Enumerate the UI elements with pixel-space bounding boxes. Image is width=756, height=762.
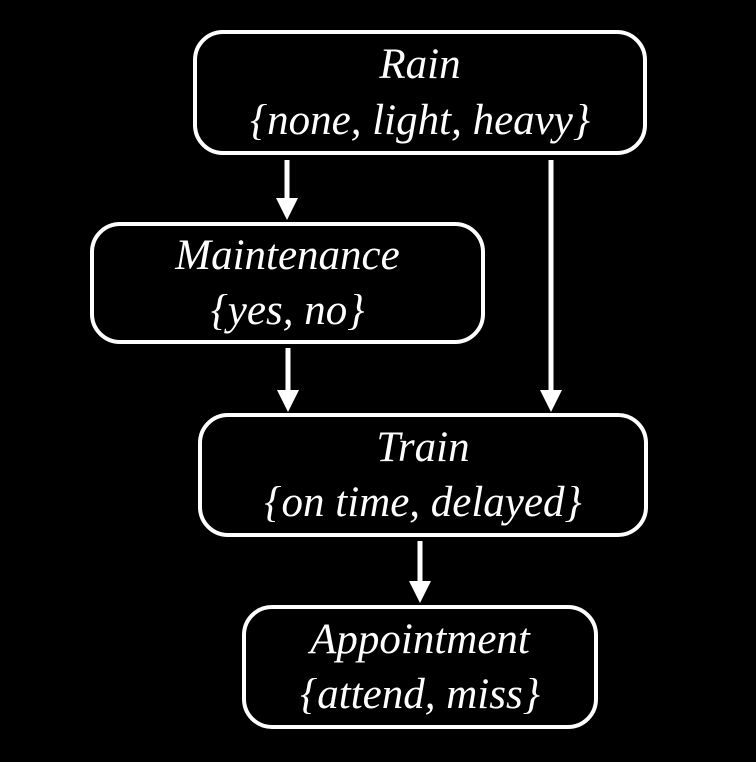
node-maintenance-domain: {yes, no} bbox=[210, 287, 365, 334]
node-train-domain: {on time, delayed} bbox=[264, 479, 582, 526]
node-appointment-domain: {attend, miss} bbox=[300, 671, 540, 718]
edge-rain-to-maintenance-arrow bbox=[276, 160, 298, 220]
node-train: Train {on time, delayed} bbox=[198, 413, 648, 537]
edge-train-to-appointment-arrow bbox=[409, 541, 431, 603]
node-rain: Rain {none, light, heavy} bbox=[193, 30, 647, 155]
edge-rain-to-train-arrow bbox=[540, 160, 562, 412]
node-appointment: Appointment {attend, miss} bbox=[242, 605, 598, 729]
node-maintenance-title: Maintenance bbox=[175, 231, 400, 279]
node-train-title: Train bbox=[376, 423, 470, 471]
edge-maintenance-to-train-arrow bbox=[277, 348, 299, 412]
node-rain-domain: {none, light, heavy} bbox=[249, 96, 591, 144]
node-maintenance: Maintenance {yes, no} bbox=[90, 222, 485, 344]
node-appointment-title: Appointment bbox=[310, 615, 530, 663]
node-rain-title: Rain bbox=[379, 41, 461, 89]
